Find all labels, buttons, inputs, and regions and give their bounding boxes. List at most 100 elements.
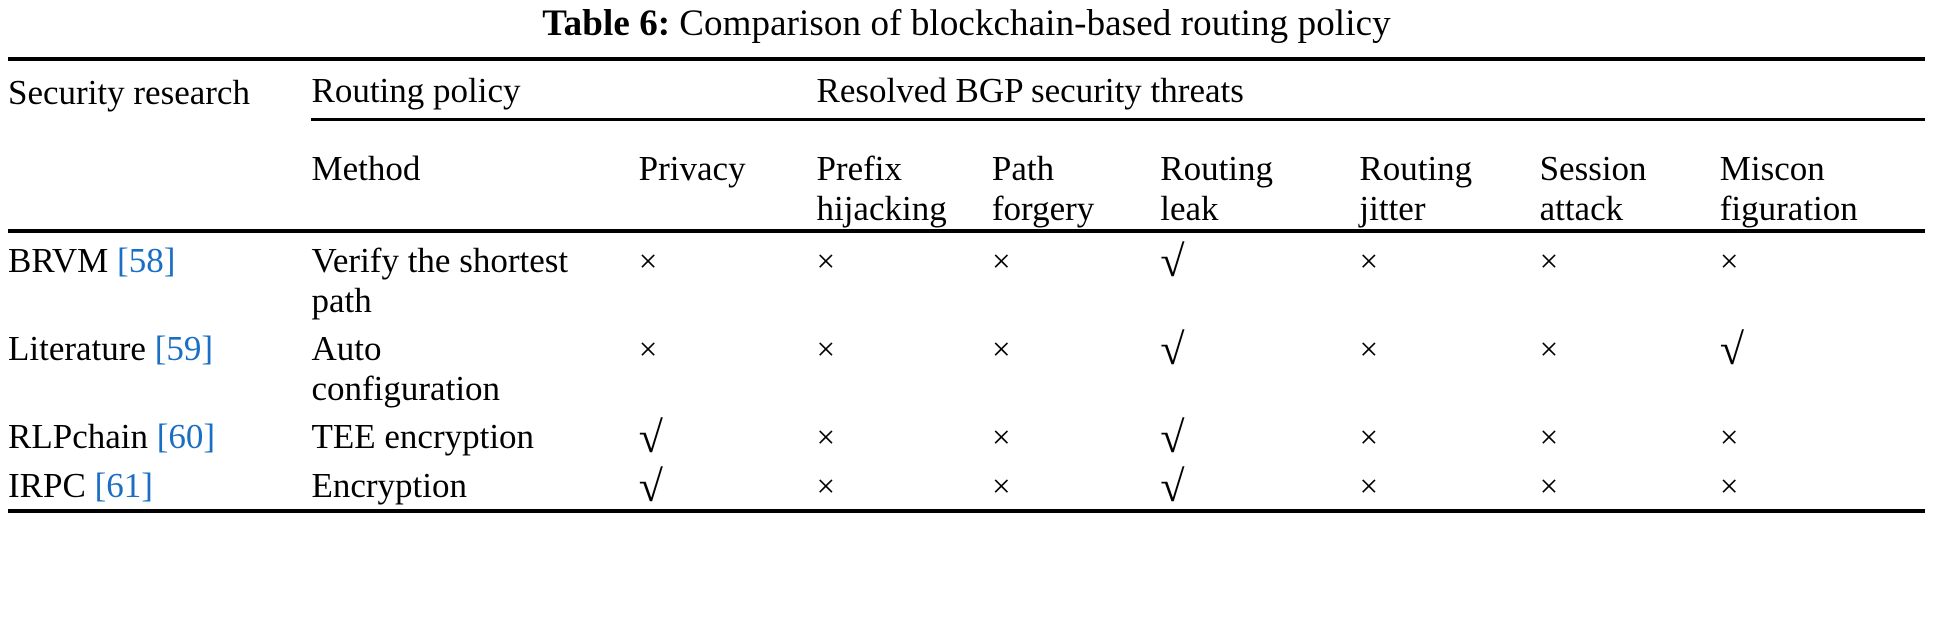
column-header-routing-jitter: Routing jitter [1359,140,1539,229]
mark-no-icon: × [1359,419,1379,456]
mark-no-icon: × [1539,331,1559,368]
group-header-routing-policy: Routing policy [311,61,817,121]
mark-no-icon: × [638,331,658,368]
cell-session-attack: × [1540,321,1720,409]
mark-no-icon: × [991,468,1011,505]
research-name: BRVM [8,240,109,280]
cell-misconfiguration: × [1720,458,1925,507]
cell-path-forgery: × [992,233,1160,321]
column-header-security-research: Security research [8,73,250,112]
cell-privacy: √ [639,409,817,459]
spacer-cell [8,119,311,140]
mark-no-icon: × [1539,468,1559,505]
column-header-prefix-hijacking: Prefix hijacking [816,140,991,229]
mark-no-icon: × [1719,419,1739,456]
cell-routing-jitter: × [1359,458,1539,507]
column-header-method: Method [311,140,638,229]
mark-no-icon: × [991,331,1011,368]
mark-yes-icon: √ [1719,324,1744,374]
spacer-cell [311,119,1925,140]
method-line1: Encryption [311,465,468,505]
cell-prefix-hijacking: × [817,233,992,321]
citation-link[interactable]: [60] [156,416,216,456]
table-mid-rule [8,228,1925,233]
subheader-line1: Routing [1160,148,1274,188]
mark-no-icon: × [1539,419,1559,456]
cell-research: RLPchain [60] [8,409,311,458]
subheader-line1: Prefix [816,148,903,188]
citation-link[interactable]: [58] [117,240,176,280]
header-spacer-row [8,119,1925,140]
mark-no-icon: × [816,331,836,368]
subheader-row: Method Privacy Prefix hijacking Path for… [8,140,1925,229]
mark-no-icon: × [1719,468,1739,505]
comparison-table: Security research Routing policy Resolve… [8,61,1925,229]
mark-yes-icon: √ [1160,461,1185,511]
subheader-line1: Miscon [1719,148,1825,188]
caption-label: Table 6: [542,3,671,44]
cell-routing-leak: √ [1160,321,1359,409]
subheader-line2: jitter [1359,188,1426,228]
cell-session-attack: × [1540,233,1720,321]
cell-prefix-hijacking: × [817,409,992,458]
group-header-resolved-bgp-security-threats: Resolved BGP security threats [816,61,1925,121]
subheader-line1: Method [311,148,421,188]
cell-privacy: × [639,321,817,409]
mark-yes-icon: √ [1160,412,1185,462]
column-header-misconfiguration: Miscon figuration [1720,140,1925,229]
cell-routing-leak: √ [1160,233,1359,321]
subheader-line1: Session [1539,148,1647,188]
column-header-session-attack: Session attack [1540,140,1720,229]
subheader-blank [8,140,311,229]
cell-research: IRPC [61] [8,458,311,507]
subheader-line2: leak [1160,188,1219,228]
table-caption: Table 6:Comparison of blockchain-based r… [8,0,1925,46]
cell-routing-jitter: × [1359,409,1539,458]
subheader-line2: forgery [991,188,1095,228]
column-header-routing-leak: Routing leak [1160,140,1359,229]
mark-no-icon: × [816,468,836,505]
table-head: Security research Routing policy Resolve… [8,61,1925,229]
mark-no-icon: × [1359,243,1379,280]
cell-method: Encryption [311,458,638,507]
research-name: IRPC [8,465,86,505]
research-name: RLPchain [8,416,148,456]
mark-no-icon: × [991,243,1011,280]
group-header-row: Security research Routing policy Resolve… [8,61,1925,121]
cell-prefix-hijacking: × [817,458,992,507]
method-line1: TEE encryption [311,416,535,456]
method-line2: configuration [311,368,501,408]
mark-no-icon: × [816,243,836,280]
subheader-line2: figuration [1719,188,1858,228]
cell-method: TEE encryption [311,409,638,458]
mark-no-icon: × [1359,331,1379,368]
mark-no-icon: × [991,419,1011,456]
cell-research: Literature [59] [8,321,311,409]
mark-yes-icon: √ [638,461,663,511]
mark-yes-icon: √ [1160,236,1185,286]
table-top-rule [8,57,1925,61]
subheader-line1: Path [991,148,1055,188]
mark-no-icon: × [1719,243,1739,280]
table-row: RLPchain [60] TEE encryption √ × × √ × ×… [8,409,1925,462]
cell-privacy: √ [638,458,817,511]
mark-yes-icon: √ [1160,324,1185,374]
mark-no-icon: × [816,419,836,456]
cell-routing-leak: √ [1160,409,1359,462]
cell-routing-leak: √ [1160,458,1359,511]
citation-link[interactable]: [61] [94,465,153,505]
cell-prefix-hijacking: × [817,321,992,409]
subheader-line1: Routing [1359,148,1473,188]
cell-misconfiguration: × [1720,409,1925,458]
citation-link[interactable]: [59] [154,328,214,368]
method-line1: Verify the shortest [311,240,569,280]
mark-no-icon: × [1359,468,1379,505]
method-line1: Auto [311,328,382,368]
table-row: IRPC [61] Encryption √ × × √ × × × [8,458,1925,511]
